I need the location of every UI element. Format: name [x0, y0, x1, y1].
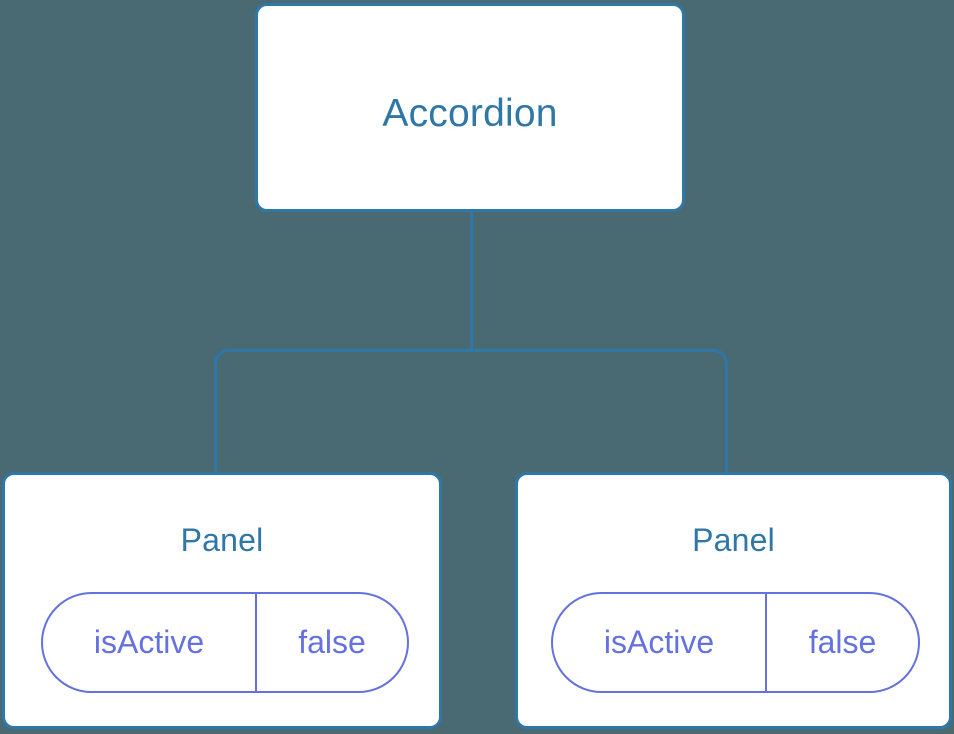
tree-node-accordion[interactable]: Accordion	[255, 3, 685, 212]
prop-value-isactive-panel-1: false	[808, 624, 877, 660]
prop-key-isactive-panel-1: isActive	[553, 594, 767, 691]
edge-bus-to-panel-1	[471, 349, 728, 474]
node-title-panel-0: Panel	[180, 522, 264, 558]
prop-pill-panel-1[interactable]: isActive false	[551, 592, 920, 693]
edge-bus-to-panel-0	[214, 349, 472, 474]
prop-value-isactive-panel-0: false	[298, 624, 366, 660]
prop-pill-panel-0[interactable]: isActive false	[41, 592, 409, 693]
prop-key-isactive-panel-0: isActive	[43, 594, 257, 691]
node-title-accordion: Accordion	[382, 92, 558, 135]
tree-node-panel-0[interactable]: Panel isActive false	[2, 472, 442, 729]
node-title-panel-1: Panel	[692, 522, 775, 558]
tree-node-panel-1[interactable]: Panel isActive false	[515, 472, 952, 729]
